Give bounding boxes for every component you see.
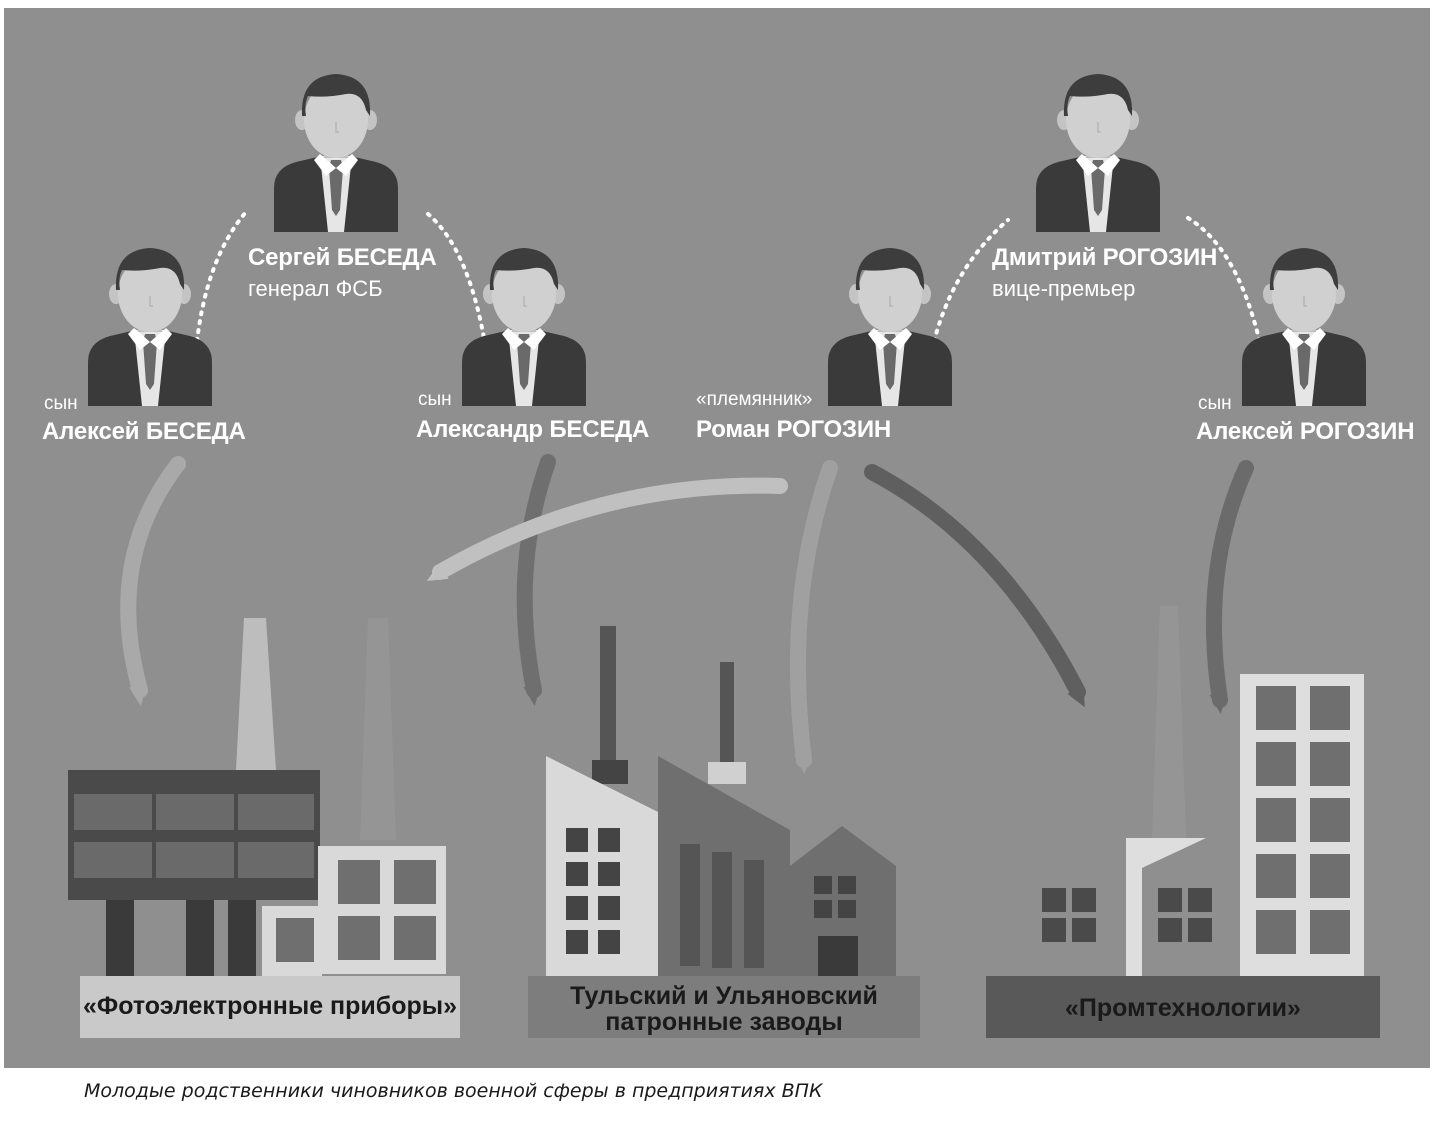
factory-icon-patronnye [528, 626, 920, 1038]
name-aleksey-beseda: Алексей БЕСЕДА [42, 418, 246, 445]
relation-roman-rogozin: «племянник» [696, 389, 813, 410]
arrow-icon-6 [1205, 460, 1254, 708]
company-label-patronnye: Тульский и Ульяновский патронные заводы [528, 982, 920, 1036]
arrow-icon-2 [516, 454, 556, 698]
company-label-promtekhnologii: «Промтехнологии» [1065, 994, 1301, 1022]
factory-icon-fotoelektronnye [68, 618, 460, 1038]
relation-aleksandr-beseda: сын [418, 389, 452, 410]
connector-beseda-left [194, 210, 248, 352]
name-sergey-beseda: Сергей БЕСЕДА [248, 244, 437, 271]
person-icon-roman-rogozin [827, 247, 953, 407]
person-icon-aleksey-beseda [87, 247, 213, 407]
connector-rogozin-right [1186, 216, 1264, 354]
caption: Молодые родственники чиновников военной … [84, 1080, 823, 1102]
arrow-icon-3 [432, 477, 788, 580]
name-aleksandr-beseda: Александр БЕСЕДА [416, 416, 650, 443]
name-dmitriy-rogozin: Дмитрий РОГОЗИН [992, 244, 1218, 271]
company-label-patronnye-line2: патронные заводы [605, 1007, 843, 1036]
role-dmitriy-rogozin: вице-премьер [992, 276, 1136, 301]
relation-aleksey-beseda: сын [44, 393, 78, 414]
person-icon-dmitriy-rogozin [1035, 73, 1161, 233]
company-label-fotoelektronnye: «Фотоэлектронные приборы» [82, 992, 458, 1020]
connector-rogozin-left [930, 218, 1010, 352]
name-aleksey-rogozin: Алексей РОГОЗИН [1196, 418, 1415, 445]
person-icon-aleksey-rogozin [1241, 247, 1367, 407]
arrow-icon-4 [789, 460, 838, 768]
name-roman-rogozin: Роман РОГОЗИН [696, 416, 892, 443]
person-icon-sergey-beseda [273, 73, 399, 233]
company-label-patronnye-line1: Тульский и Ульяновский [570, 982, 878, 1010]
arrow-icon-5 [864, 464, 1086, 700]
arrow-icon-1 [120, 456, 186, 698]
role-sergey-beseda: генерал ФСБ [248, 276, 383, 301]
relation-aleksey-rogozin: сын [1198, 393, 1232, 414]
connector-beseda-right [426, 212, 488, 352]
factory-icon-promtekhnologii [986, 606, 1380, 1038]
